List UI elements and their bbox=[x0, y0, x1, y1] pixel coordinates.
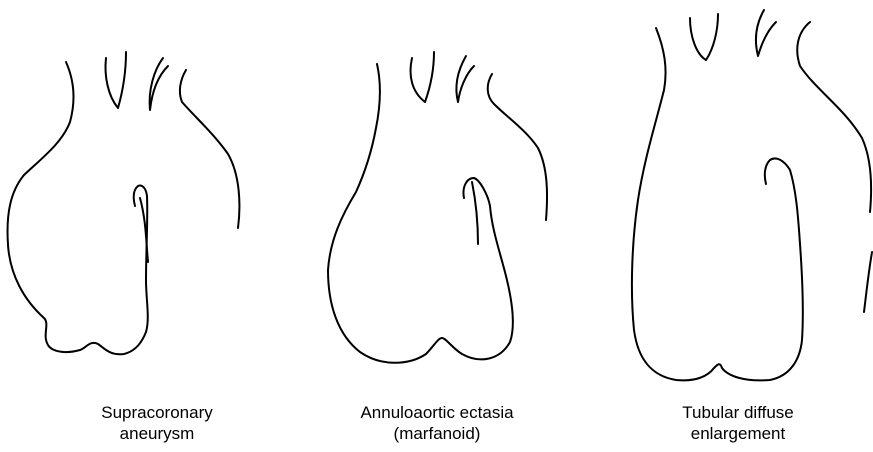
caption-annuloaortic-line2: (marfanoid) bbox=[317, 423, 557, 444]
annuloaortic-branch-1 bbox=[411, 52, 434, 102]
caption-annuloaortic-line1: Annuloaortic ectasia bbox=[317, 402, 557, 423]
supracoronary-aorta-outline bbox=[8, 62, 148, 354]
tubular-descending-aorta bbox=[797, 22, 871, 212]
caption-supracoronary-line1: Supracoronary bbox=[37, 402, 277, 423]
caption-tubular-line1: Tubular diffuse bbox=[618, 402, 858, 423]
supracoronary-branch-2 bbox=[150, 58, 168, 110]
tubular-aorta-outline bbox=[632, 28, 803, 380]
tubular-branch-1 bbox=[690, 14, 718, 60]
caption-tubular-line2: enlargement bbox=[618, 423, 858, 444]
caption-supracoronary-line2: aneurysm bbox=[37, 423, 277, 444]
tubular-descending-lower bbox=[864, 252, 872, 312]
caption-supracoronary-aneurysm: Supracoronary aneurysm bbox=[37, 402, 277, 444]
supracoronary-aneurysm-drawing bbox=[8, 52, 240, 354]
tubular-branch-2 bbox=[756, 10, 776, 56]
annuloaortic-aorta-outline bbox=[328, 64, 513, 363]
annuloaortic-ectasia-drawing bbox=[328, 52, 547, 363]
annuloaortic-branch-2 bbox=[456, 56, 474, 102]
supracoronary-branch-1 bbox=[106, 52, 127, 108]
caption-annuloaortic-ectasia: Annuloaortic ectasia (marfanoid) bbox=[317, 402, 557, 444]
tubular-enlargement-drawing bbox=[632, 10, 872, 380]
caption-tubular-enlargement: Tubular diffuse enlargement bbox=[618, 402, 858, 444]
annuloaortic-inner-line bbox=[472, 182, 478, 244]
annuloaortic-descending-aorta bbox=[488, 74, 547, 220]
supracoronary-descending-aorta bbox=[180, 70, 240, 228]
